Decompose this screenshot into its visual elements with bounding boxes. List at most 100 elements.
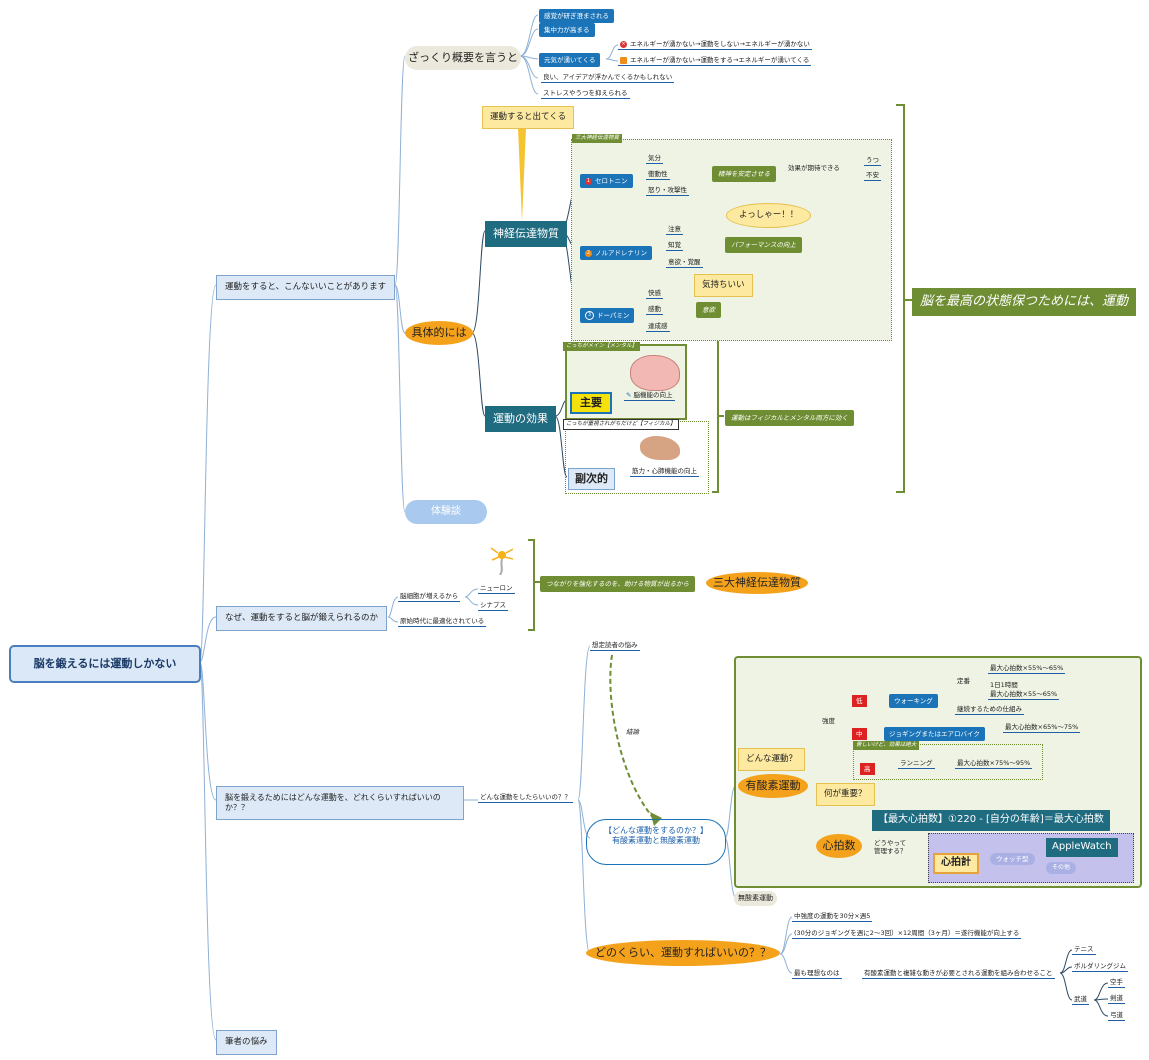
branch-author-concern[interactable]: 筆者の悩み (216, 1030, 277, 1055)
ancient-optimized[interactable]: 原始時代に最適化されている (398, 616, 487, 628)
level-low[interactable]: 低 (852, 695, 867, 708)
running-topic[interactable]: ランニング (898, 758, 935, 770)
important-callout: 何が重要？ (816, 783, 875, 806)
dop-effect-2: 感動 (646, 304, 663, 316)
connect-summary: つながりを強化するのを、助ける物質が出るから (540, 576, 695, 593)
nor-effect-3: 意欲・覚醒 (666, 257, 703, 269)
brain-icon (630, 355, 680, 391)
sub-label[interactable]: 副次的 (568, 468, 615, 490)
manage-how: どうやって 管理する？ (874, 839, 907, 856)
sport-bouldering: ボルダリングジム (1072, 961, 1128, 973)
sport-tennis: テニス (1072, 944, 1096, 956)
serotonin-summary: 精神を安定させる (712, 166, 776, 183)
target-anxiety: 不安 (864, 170, 881, 182)
expect-effect: 効果が期待できる (788, 164, 840, 172)
walk-hr: 最大心拍数×55%〜65% (988, 663, 1066, 675)
summary-topic[interactable]: ざっくり概要を言うと (405, 46, 521, 70)
main-label[interactable]: 主要 (570, 392, 612, 414)
anaerobic-topic[interactable]: 無酸素運動 (734, 891, 777, 906)
summary-item-4[interactable]: 良い、アイデアが浮かんでくるかもしれない (541, 72, 675, 84)
dop-effect-3: 達成感 (646, 321, 670, 333)
jog-hr: 最大心拍数×65%〜75% (1003, 722, 1081, 734)
budo-karate: 空手 (1108, 977, 1125, 989)
sub-item: 筋力・心肺機能の向上 (630, 466, 699, 478)
bubble-feel-good: 気持ちいい (694, 274, 753, 297)
hard-frame (853, 744, 1043, 780)
callout-appears[interactable]: 運動すると出てくる (482, 106, 575, 129)
branch-why[interactable]: なぜ、運動をすると脳が鍛えられるのか (216, 606, 388, 631)
what-sport-callout: どんな運動？ (738, 748, 806, 771)
reader-concern[interactable]: 想定読者の悩み (590, 640, 640, 652)
summary-item-3[interactable]: 元気が湧いてくる (539, 53, 601, 68)
weekly-detail: (30分のジョギングを週に2〜3回）×12周間（3ヶ月）＝遂行機能が向上する (792, 928, 1022, 940)
brain-cells-increase[interactable]: 脳細胞が増えるから (398, 591, 461, 603)
question-topic[interactable]: どんな運動をしたらいいの？？ (478, 792, 573, 804)
budo-kyudo: 弓道 (1108, 1010, 1125, 1022)
stop-icon: × (620, 40, 627, 48)
watch-type[interactable]: ウォッチ型 (990, 853, 1035, 866)
budo-kendo: 剣道 (1108, 993, 1125, 1005)
applewatch-topic[interactable]: AppleWatch (1046, 838, 1118, 857)
run-hr: 最大心拍数×75%〜95% (955, 758, 1033, 770)
neuro-group-tag: 三大神経伝達物質 (572, 134, 623, 143)
summary-item-5[interactable]: ストレスやうつを抑えられる (541, 88, 630, 100)
effect-topic[interactable]: 運動の効果 (485, 406, 556, 432)
summary-item-1[interactable]: 感覚が研ぎ澄まされる (539, 9, 614, 24)
target-depression: うつ (864, 155, 881, 167)
sub-tag: こっちが重視されがちだけど【フィジカル】 (563, 419, 679, 430)
energy-cycle-bad[interactable]: ×エネルギーが湧かない→運動をしない→エネルギーが湧かない (618, 39, 812, 51)
conclusion-label: 結論 (626, 728, 639, 737)
synapse-label[interactable]: シナプス (478, 600, 508, 612)
answer-topic[interactable]: 【どんな運動をするのか？】 有酸素運動と無酸素運動 (586, 819, 726, 865)
budo-label: 武道 (1072, 994, 1089, 1006)
nor-effect-2: 知覚 (666, 240, 683, 252)
level-high[interactable]: 高 (860, 763, 875, 776)
branch-which-exercise[interactable]: 脳を鍛えるためにはどんな運動を、どれくらいすればいいのか？？ (216, 786, 464, 820)
neuron-icon (488, 545, 516, 576)
continue-mechanism[interactable]: 継続するための仕組み (955, 704, 1024, 716)
concrete-topic[interactable]: 具体的には (405, 321, 473, 345)
three-neuro-topic[interactable]: 三大神経伝達物質 (706, 572, 808, 594)
dop-summary: 意欲 (696, 302, 721, 319)
flag-icon (620, 56, 627, 64)
big-summary: 脳を最高の状態保つためには、運動 (912, 288, 1137, 317)
formula-box[interactable]: 【最大心拍数】①220 - [自分の年齢]＝最大心拍数 (872, 810, 1110, 831)
nor-summary: パフォーマンスの向上 (725, 237, 802, 254)
level-mid[interactable]: 中 (852, 728, 867, 741)
fixed-label: 定番 (957, 677, 970, 685)
walking-topic[interactable]: ウォーキング (889, 694, 938, 709)
walk-day: 1日1時間 (990, 681, 1018, 689)
nor-effect-1: 注意 (666, 224, 683, 236)
root-topic[interactable]: 脳を鍛えるには運動しかない (9, 645, 201, 683)
neuro-topic[interactable]: 神経伝達物質 (485, 221, 567, 247)
how-much-topic[interactable]: どのくらい、運動すればいいの？？ (586, 940, 780, 966)
energy-cycle-good[interactable]: エネルギーが湧かない→運動をする→エネルギーが湧いてくる (618, 55, 812, 67)
serotonin-effect-1: 気分 (646, 153, 663, 165)
experience-cloud[interactable]: 体験談 (405, 500, 487, 524)
other-topic[interactable]: その他 (1046, 862, 1077, 874)
branch-benefits[interactable]: 運動をすると、こんないいことがあります (216, 275, 396, 300)
walk-hr2: 最大心拍数×55〜65% (988, 689, 1060, 701)
combine-label: 有酸素運動と複雑な動きが必要とされる運動を組み合わせること (862, 968, 1055, 980)
effect-summary: 運動はフィジカルとメンタル両方に効く (725, 410, 854, 427)
hrmeter-topic[interactable]: 心拍計 (933, 853, 979, 874)
hard-tag: 苦しいけど、効果は絶大 (853, 741, 920, 750)
serotonin-effect-2: 衝動性 (646, 169, 670, 181)
summary-item-2[interactable]: 集中力が高まる (539, 23, 595, 38)
main-item: ✎ 脳機能の向上 (624, 390, 675, 402)
aerobic-topic[interactable]: 有酸素運動 (738, 774, 808, 798)
jog-topic[interactable]: ジョギングまたはエアロバイク (884, 727, 985, 742)
main-tag: こっちがメイン【メンタル】 (563, 342, 641, 351)
ideal-label[interactable]: 最も理想なのは (792, 968, 842, 980)
neuron-label[interactable]: ニューロン (478, 583, 515, 595)
intensity-label: 強度 (822, 717, 835, 725)
serotonin-effect-3: 怒り・攻撃性 (646, 185, 689, 197)
weekly-plan: 中強度の運動を30分×週5 (792, 911, 873, 923)
bubble-yosha: よっしゃー！！ (726, 203, 812, 228)
muscle-icon (640, 436, 680, 460)
heart-rate-topic[interactable]: 心拍数 (816, 834, 862, 858)
pin-icon: ✎ (626, 391, 632, 399)
